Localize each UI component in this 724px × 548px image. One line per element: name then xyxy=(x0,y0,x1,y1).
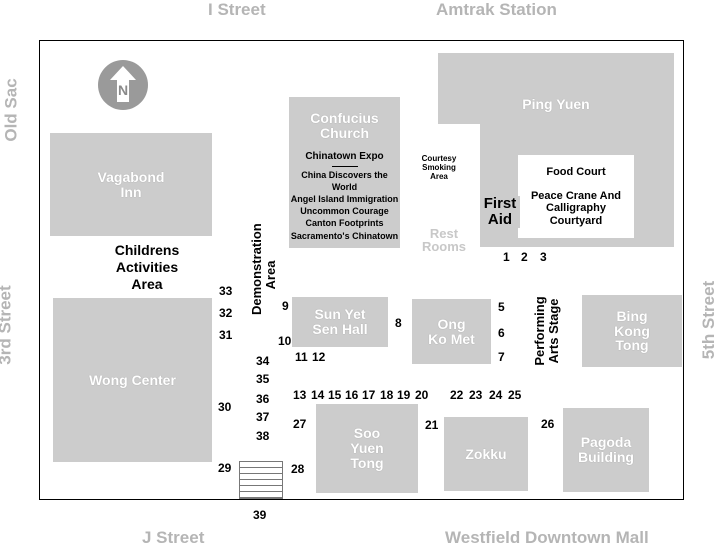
food-court-area: Food Court Peace Crane And Calligraphy C… xyxy=(518,155,634,238)
booth-number: 17 xyxy=(362,388,376,402)
booth-number: 6 xyxy=(498,326,505,340)
booth-number: 32 xyxy=(219,306,233,320)
building-zokku: Zokku xyxy=(444,417,528,491)
street-j-street: J Street xyxy=(142,528,205,547)
food-court-label: Food Court xyxy=(546,165,606,178)
building-ong-ko-met: Ong Ko Met xyxy=(412,299,491,364)
building-bing-kong-tong: Bing Kong Tong xyxy=(582,295,682,367)
performing-arts-label: Performing Arts Stage xyxy=(532,291,563,371)
booth-number: 10 xyxy=(278,334,292,348)
booth-number: 23 xyxy=(469,388,483,402)
booth-number: 30 xyxy=(218,400,232,414)
stairs-icon xyxy=(239,461,283,499)
booth-number: 24 xyxy=(489,388,503,402)
booth-number: 37 xyxy=(256,410,270,424)
children-activities-label: Childrens Activities Area xyxy=(114,242,180,292)
booth-number: 29 xyxy=(218,461,232,475)
street-5th-street: 5th Street xyxy=(699,280,719,360)
peace-crane-label: Peace Crane And Calligraphy Courtyard xyxy=(530,189,622,227)
booth-number: 21 xyxy=(425,418,439,432)
booth-number: 28 xyxy=(291,462,305,476)
booth-number: 27 xyxy=(293,417,307,431)
north-arrow-icon: N xyxy=(98,60,148,110)
street-westfield-mall: Westfield Downtown Mall xyxy=(445,528,649,547)
first-aid-label: First Aid xyxy=(480,196,520,228)
street-3rd-street: 3rd Street xyxy=(0,285,15,365)
booth-number: 1 xyxy=(503,250,510,264)
booth-number: 15 xyxy=(328,388,342,402)
demonstration-area-label: Demonstration Area xyxy=(249,220,280,330)
booth-number: 9 xyxy=(282,299,289,313)
booth-number: 5 xyxy=(498,300,505,314)
restrooms-label: Rest Rooms xyxy=(421,226,467,254)
demonstration-area-text: Demonstration Area xyxy=(249,223,279,315)
street-old-sac: Old Sac xyxy=(1,78,21,142)
building-vagabond-inn: Vagabond Inn xyxy=(50,133,212,236)
booth-number: 35 xyxy=(256,372,270,386)
booth-number: 13 xyxy=(293,388,307,402)
booth-number: 36 xyxy=(256,392,270,406)
booth-number: 11 xyxy=(295,350,308,364)
booth-number: 25 xyxy=(508,388,522,402)
booth-number: 39 xyxy=(253,508,267,522)
north-letter: N xyxy=(117,82,129,98)
booth-number: 38 xyxy=(256,429,270,443)
smoking-area-label: Courtesy Smoking Area xyxy=(421,154,457,182)
booth-number: 2 xyxy=(521,250,528,264)
booth-number: 7 xyxy=(498,350,505,364)
booth-number: 12 xyxy=(312,350,326,364)
expo-title: Chinatown Expo xyxy=(305,151,384,163)
booth-number: 34 xyxy=(256,354,270,368)
expo-item: Angel Island Immigration xyxy=(290,194,399,205)
expo-divider xyxy=(331,165,358,167)
booth-number: 22 xyxy=(450,388,464,402)
booth-number: 31 xyxy=(219,328,233,342)
building-soo-yuen-tong: Soo Yuen Tong xyxy=(316,404,418,493)
street-i-street: I Street xyxy=(208,0,266,19)
expo-item: Canton Footprints xyxy=(305,218,384,229)
expo-item: Sacramento's Chinatown xyxy=(290,230,399,241)
booth-number: 18 xyxy=(380,388,394,402)
booth-number: 14 xyxy=(311,388,325,402)
booth-number: 19 xyxy=(397,388,411,402)
booth-number: 3 xyxy=(540,250,547,264)
street-amtrak-station: Amtrak Station xyxy=(436,0,557,19)
building-pagoda: Pagoda Building xyxy=(563,408,649,492)
expo-item: China Discovers the World xyxy=(301,169,388,193)
booth-number: 8 xyxy=(395,316,402,330)
building-ping-yuen: Ping Yuen xyxy=(438,53,674,124)
building-wong-center: Wong Center xyxy=(53,298,212,462)
building-confucius-church: Confucius Church Chinatown Expo China Di… xyxy=(289,97,400,248)
booth-number: 20 xyxy=(415,388,429,402)
expo-item: Uncommon Courage xyxy=(300,206,389,217)
building-sun-yet-sen-hall: Sun Yet Sen Hall xyxy=(292,297,388,347)
booth-number: 16 xyxy=(345,388,359,402)
booth-number: 26 xyxy=(541,417,555,431)
booth-number: 33 xyxy=(219,284,233,298)
performing-arts-text: Performing Arts Stage xyxy=(532,296,562,366)
